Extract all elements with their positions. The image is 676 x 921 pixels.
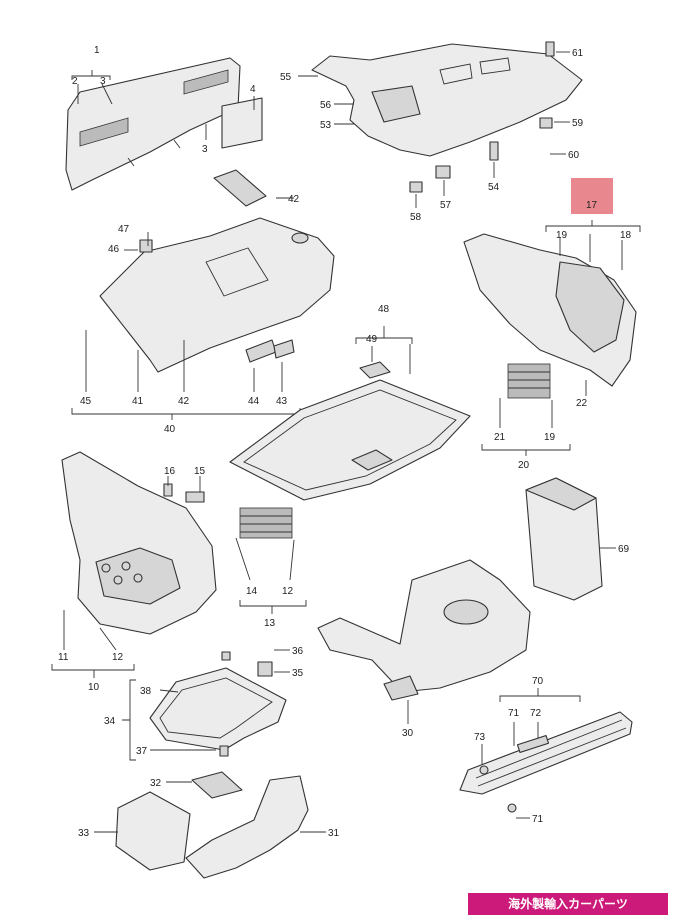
callout-69: 69 [618, 544, 630, 555]
callout-37: 37 [136, 746, 148, 757]
callout-3: 3 [100, 76, 106, 87]
callout-46: 46 [108, 244, 120, 255]
callout-16: 16 [164, 466, 176, 477]
callout-47: 47 [118, 224, 130, 235]
callout-59: 59 [572, 118, 584, 129]
callout-14: 14 [246, 586, 258, 597]
part-17-side-trim [463, 233, 637, 399]
callout-36: 36 [292, 646, 304, 657]
callout-35: 35 [292, 668, 304, 679]
callouts-group-53: 55 56 53 61 59 60 54 58 57 [280, 48, 584, 223]
callouts-group-17: 17 19 18 22 21 19 20 [481, 200, 641, 471]
callout-48: 48 [378, 304, 390, 315]
callout-11: 11 [58, 652, 69, 663]
callout-43: 43 [276, 396, 288, 407]
callouts-group-30: 30 [402, 700, 414, 739]
part-70-sill [459, 711, 633, 813]
callout-49: 49 [366, 334, 378, 345]
part-34-tray [149, 651, 287, 757]
callout-73: 73 [474, 732, 486, 743]
callouts-group-1: 1 2 3 3 4 [71, 45, 256, 155]
callout-32: 32 [150, 778, 162, 789]
callout-4: 4 [250, 84, 256, 95]
callout-34: 34 [104, 716, 116, 727]
part-48-mat [229, 361, 471, 501]
callouts-group-70: 70 71 72 73 71 [474, 676, 581, 825]
part-1-panel [65, 57, 263, 191]
callout-18: 18 [620, 230, 632, 241]
callout-1: 1 [94, 45, 100, 56]
callout-56: 56 [320, 100, 332, 111]
callout-30: 30 [402, 728, 414, 739]
callout-44: 44 [248, 396, 260, 407]
callout-12: 12 [282, 586, 294, 597]
callout-60: 60 [568, 150, 580, 161]
callouts-group-31: 32 33 31 [78, 778, 340, 839]
callout-53: 53 [320, 120, 332, 131]
callout-38: 38 [140, 686, 152, 697]
callouts-group-10: 16 15 14 12 13 11 12 10 [51, 466, 307, 693]
callout-21: 21 [494, 432, 506, 443]
callout-33: 33 [78, 828, 90, 839]
callout-41: 41 [132, 396, 144, 407]
part-69-box [525, 477, 603, 601]
part-30-insert [317, 559, 531, 701]
callout-57: 57 [440, 200, 452, 211]
part-31-33-foam [115, 771, 309, 879]
callout-45: 45 [80, 396, 92, 407]
callout-15: 15 [194, 466, 206, 477]
callout-2: 2 [72, 76, 78, 87]
callouts-group-48: 48 49 [355, 304, 413, 374]
callout-70: 70 [532, 676, 544, 687]
callouts-group-34: 36 38 35 34 37 [104, 646, 304, 761]
callout-40: 40 [164, 424, 176, 435]
callout-58: 58 [410, 212, 422, 223]
callout-61: 61 [572, 48, 584, 59]
callout-13: 13 [264, 618, 276, 629]
callout-71: 71 [508, 708, 520, 719]
callout-3: 3 [202, 144, 208, 155]
part-53-floor [311, 41, 583, 193]
callout-19: 19 [544, 432, 556, 443]
callout-22: 22 [576, 398, 588, 409]
highlight-box-17 [571, 178, 613, 214]
callout-55: 55 [280, 72, 292, 83]
callout-20: 20 [518, 460, 530, 471]
callout-17: 17 [586, 200, 598, 211]
callout-72: 72 [530, 708, 542, 719]
callouts-group-69: 69 [600, 544, 630, 555]
callout-19: 19 [556, 230, 568, 241]
callout-71: 71 [532, 814, 544, 825]
callout-31: 31 [328, 828, 340, 839]
callout-42: 42 [288, 194, 300, 205]
part-40-shelf [99, 169, 335, 373]
callout-54: 54 [488, 182, 500, 193]
part-10-left-trim [61, 451, 293, 635]
callouts-group-40: 42 47 46 45 41 42 44 43 40 [71, 194, 301, 435]
seller-banner: 海外製輸入カーパーツ [468, 893, 668, 915]
callout-10: 10 [88, 682, 100, 693]
callout-42: 42 [178, 396, 190, 407]
callout-12: 12 [112, 652, 124, 663]
